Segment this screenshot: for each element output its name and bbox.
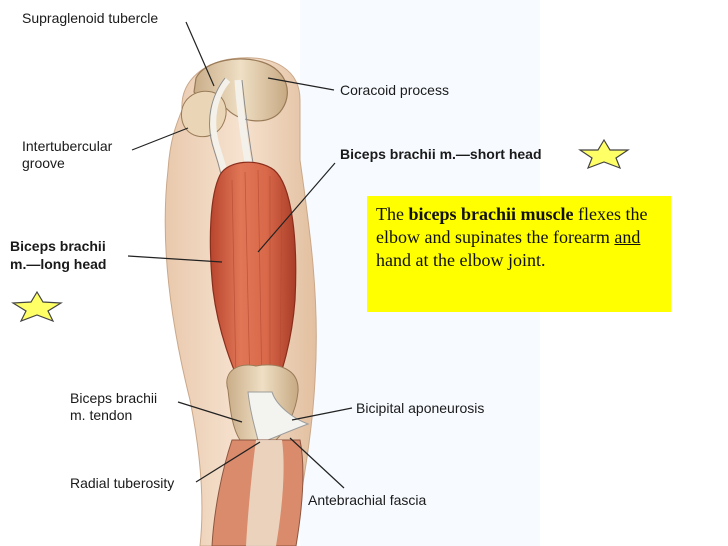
note-underlined: and bbox=[614, 227, 641, 247]
star-icon bbox=[578, 138, 630, 170]
leader-intertubercular bbox=[131, 127, 189, 151]
note-bold: biceps brachii muscle bbox=[408, 204, 574, 224]
leader-lines bbox=[127, 21, 353, 489]
leader-coracoid bbox=[267, 77, 335, 91]
label-tendon-line2: m. tendon bbox=[70, 407, 133, 423]
leader-long-head bbox=[127, 255, 223, 263]
label-bicipital-aponeurosis: Bicipital aponeurosis bbox=[356, 400, 485, 416]
note-box: The biceps brachii muscle flexes the elb… bbox=[367, 196, 671, 312]
label-supraglenoid-tubercle: Supraglenoid tubercle bbox=[22, 10, 159, 26]
biceps-muscle bbox=[209, 161, 297, 396]
leader-tendon bbox=[177, 401, 243, 423]
leader-short-head bbox=[257, 162, 336, 253]
leader-radial bbox=[195, 441, 261, 483]
note-text-2: flexes the elbow and supinates the forea… bbox=[376, 204, 648, 247]
label-radial-tuberosity: Radial tuberosity bbox=[70, 475, 175, 491]
leader-aponeurosis bbox=[291, 407, 353, 421]
leader-supraglenoid bbox=[185, 21, 215, 87]
label-tendon-line1: Biceps brachii bbox=[70, 390, 158, 406]
label-long-head-line1: Biceps brachii bbox=[10, 238, 106, 254]
label-intertubercular-line1: Intertubercular bbox=[22, 138, 113, 154]
muscle-fibers bbox=[231, 169, 283, 391]
distal-tendon bbox=[247, 391, 310, 441]
note-text-1: The bbox=[376, 204, 409, 224]
label-long-head-line2: m.—long head bbox=[10, 256, 107, 272]
label-intertubercular-line2: groove bbox=[22, 155, 65, 171]
leader-fascia bbox=[289, 437, 345, 489]
label-antebrachial-fascia: Antebrachial fascia bbox=[308, 492, 427, 508]
label-coracoid-process: Coracoid process bbox=[340, 82, 449, 98]
label-short-head: Biceps brachii m.—short head bbox=[340, 146, 542, 162]
note-text-3: hand at the elbow joint. bbox=[376, 250, 546, 270]
star-icon bbox=[11, 290, 63, 323]
